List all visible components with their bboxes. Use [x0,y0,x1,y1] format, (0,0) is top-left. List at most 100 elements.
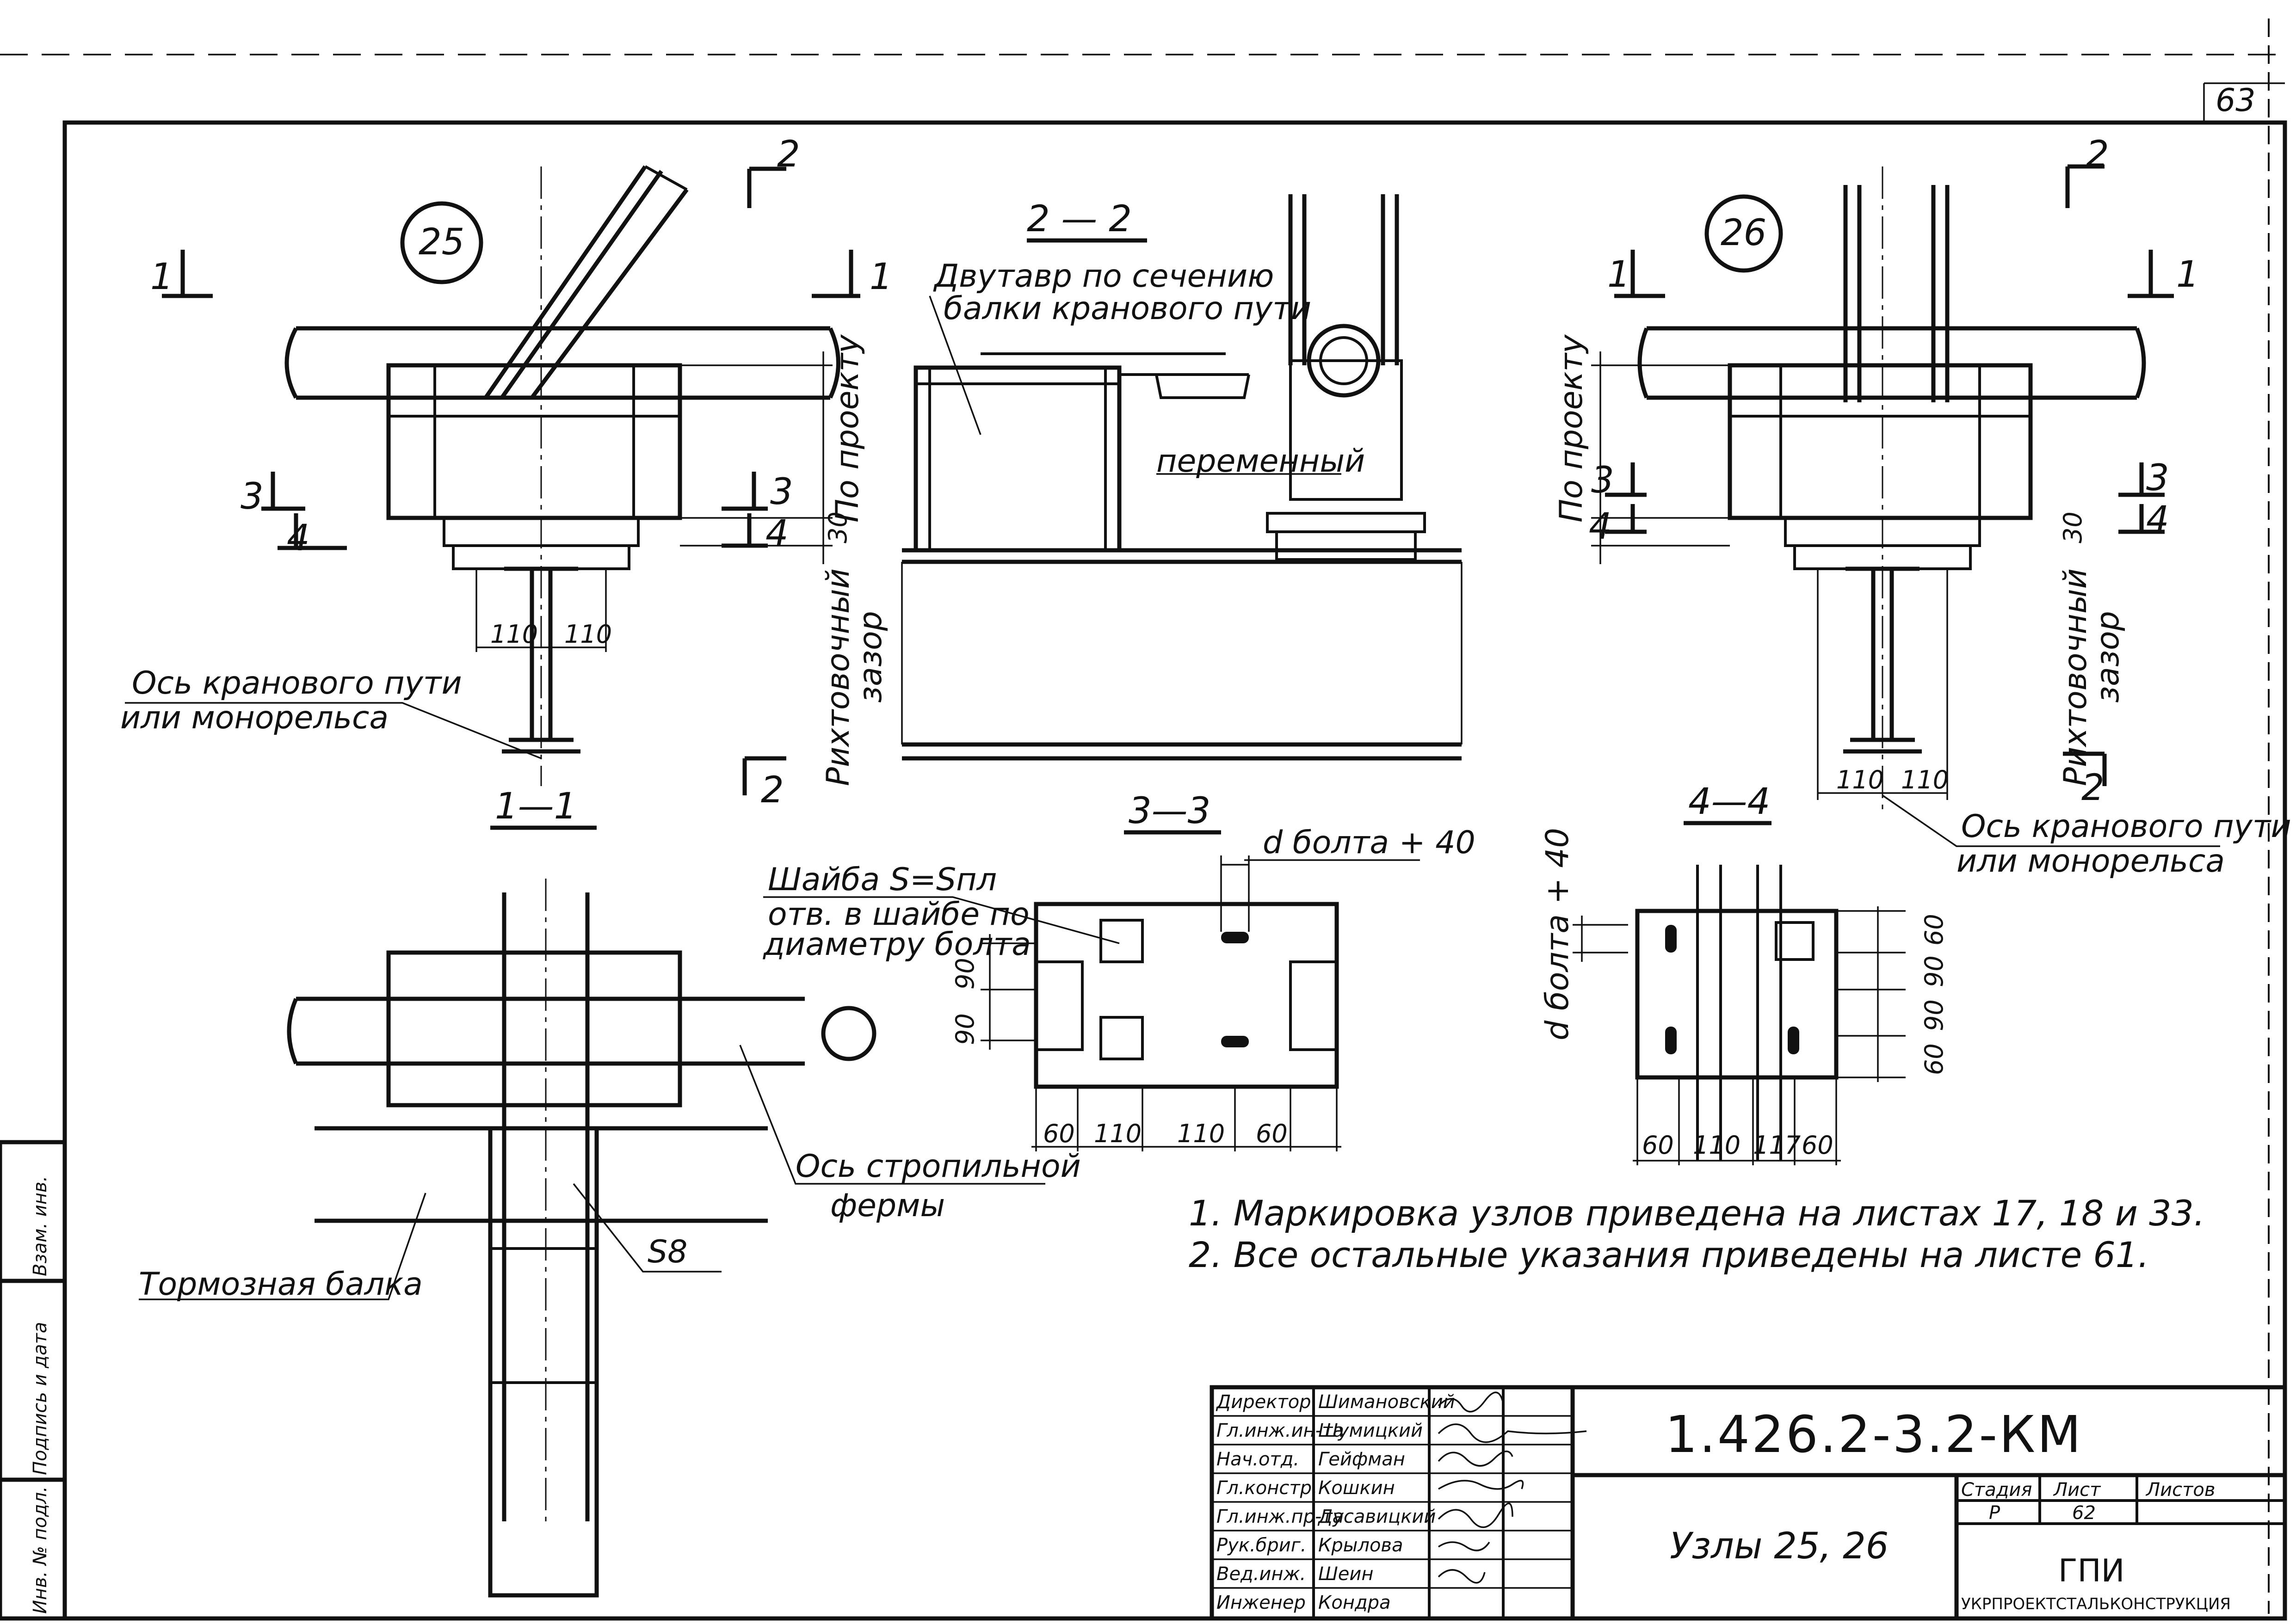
stage-value: Р [1989,1502,2000,1524]
s8-label: S8 [648,1234,687,1270]
role-4: Гл.констр. [1216,1477,1318,1499]
name-5: Дусавицкий [1317,1506,1436,1527]
dim-110-44: 110 [1693,1131,1741,1160]
dim-110-26-left: 110 [1836,765,1884,794]
cut-2-top-26: 2 [2086,134,2109,175]
dim-90-44b: 90 [1920,999,1949,1031]
rikht-25-b: зазор [852,611,889,703]
node-26-label: 26 [1721,212,1766,254]
truss-axis-b: фермы [830,1187,945,1224]
note-2: 2. Все остальные указания приведены на л… [1189,1234,2149,1275]
dvutavr-label-a: Двутавр по сечению [933,258,1274,295]
rikht-26-b: зазор [2090,611,2126,703]
section-2-2-title: 2 — 2 [1027,198,1132,240]
role-5: Гл.инж.пр-та [1216,1506,1344,1527]
dim-60-44c: 60 [1642,1131,1674,1160]
stage-header: Стадия [1961,1479,2032,1501]
dim-90-33a: 90 [950,958,980,990]
dim-60-33b: 60 [1256,1119,1288,1148]
dim-110-33b: 110 [1177,1119,1225,1148]
dim-90-33b: 90 [950,1013,980,1045]
title-block: Директор Гл.инж.ин-та Нач.отд. Гл.констр… [1210,1385,2287,1621]
role-6: Рук.бриг. [1216,1535,1306,1556]
crane-axis-25-b: или монорельса [120,700,389,736]
role-1: Директор [1216,1391,1311,1413]
dim-30-26: 30 [2058,511,2087,543]
dim-60-44a: 60 [1920,914,1949,946]
name-4: Кошкин [1318,1477,1395,1499]
role-7: Вед.инж. [1216,1563,1306,1585]
po-proektu-26: По проекту [1553,334,1590,523]
name-1: Шимановский [1318,1391,1455,1413]
sheet-value: 62 [2072,1502,2096,1524]
node-25-marker [400,201,483,284]
crane-axis-25-a: Ось кранового пути [132,665,462,701]
section-3-3: 3—3 d болта + 40 Шайба S=Sпл отв. в шайб… [763,790,1475,1151]
dim-60-44d: 60 [1802,1131,1833,1160]
sheets-header: Листов [2145,1479,2215,1501]
po-proektu-25: По проекту [829,334,866,523]
cut-4-left-25: 4 [287,517,310,559]
cut-2-top-25: 2 [777,134,800,175]
section-4-4-title: 4—4 [1688,781,1770,823]
node-25-section-1-1: 25 110 110 По проекту 30 Рихтовочный заз… [120,134,893,830]
name-8: Кондра [1318,1592,1391,1613]
d-bolt-44: d болта + 40 [1539,828,1576,1040]
dim-110-33a: 110 [1094,1119,1142,1148]
cut-1-right-26: 1 [2176,254,2199,295]
cut-4-right-26: 4 [2146,499,2169,541]
rikht-25-a: Рихтовочный [820,568,857,786]
dim-117-44: 117 [1753,1131,1801,1160]
washer-c: диаметру болта [763,926,1031,963]
section-4-4-plan: 4—4 d болта + 40 60 90 90 60 60 110 117 … [1539,781,1949,1165]
side-stamp: Взам. инв. Подпись и дата Инв. № подл. [0,1140,67,1621]
cut-4-left-26: 4 [1589,506,1612,547]
drawing-code: 1.426.2-3.2-КМ [1665,1405,2083,1464]
note-1: 1. Маркировка узлов приведена на листах … [1189,1193,2205,1234]
rikht-26-a: Рихтовочный [2057,568,2094,786]
stamp-inv-no: Инв. № подл. [30,1486,51,1614]
dim-60-33a: 60 [1043,1119,1075,1148]
dim-110-left: 110 [490,620,538,649]
section-2-2: 2 — 2 Двутавр по сечению балки кранового… [901,194,1463,761]
section-3-3-title: 3—3 [1129,790,1210,832]
org-short: ГПИ [2058,1553,2124,1589]
cut-3-right-25: 3 [770,471,793,513]
cut-1-right-25: 1 [870,256,893,298]
dim-110-26-right: 110 [1901,765,1949,794]
role-2: Гл.инж.ин-та [1216,1420,1344,1441]
crane-axis-26-a: Ось кранового пути [1961,808,2291,845]
dvutavr-label-b: балки кранового пути [944,290,1311,327]
cut-3-right-26: 3 [2146,457,2169,499]
cut-1-left-25: 1 [150,256,173,298]
notes: 1. Маркировка узлов приведена на листах … [1189,1193,2205,1275]
section-1-1-title: 1—1 [495,786,577,827]
cut-2-bottom-26: 2 [2081,767,2105,809]
d-bolt-33: d болта + 40 [1263,824,1475,861]
node-26-marker [1704,194,1783,273]
sheet-header: Лист [2053,1479,2101,1501]
crane-axis-26-b: или монорельса [1957,843,2225,880]
name-7: Шеин [1318,1563,1374,1585]
cut-1-left-26: 1 [1607,254,1630,295]
dim-110-right: 110 [564,620,612,649]
stamp-signature-date: Подпись и дата [30,1322,51,1475]
org-full: УКРПРОЕКТСТАЛЬКОНСТРУКЦИЯ [1961,1595,2231,1613]
cut-3-left-25: 3 [241,476,264,517]
name-6: Крылова [1318,1535,1403,1556]
washer-b: отв. в шайбе по [768,896,1030,933]
cut-2-bottom-25: 2 [761,769,784,811]
washer-a: Шайба S=Sпл [768,861,997,898]
dim-30-25: 30 [823,511,852,543]
stamp-replace-inv: Взам. инв. [30,1176,51,1276]
name-2: Шумицкий [1318,1420,1423,1441]
role-3: Нач.отд. [1216,1449,1299,1470]
dim-60-44b: 60 [1920,1043,1949,1075]
brake-beam-label: Тормозная балка [139,1266,423,1303]
plan-view: Ось стропильной фермы Тормозная балка S8 [139,879,1081,1598]
drawing-title: Узлы 25, 26 [1670,1526,1889,1567]
cut-3-left-26: 3 [1591,460,1614,501]
dim-90-44a: 90 [1920,955,1949,987]
sheet-frame: 63 [0,18,2287,1621]
